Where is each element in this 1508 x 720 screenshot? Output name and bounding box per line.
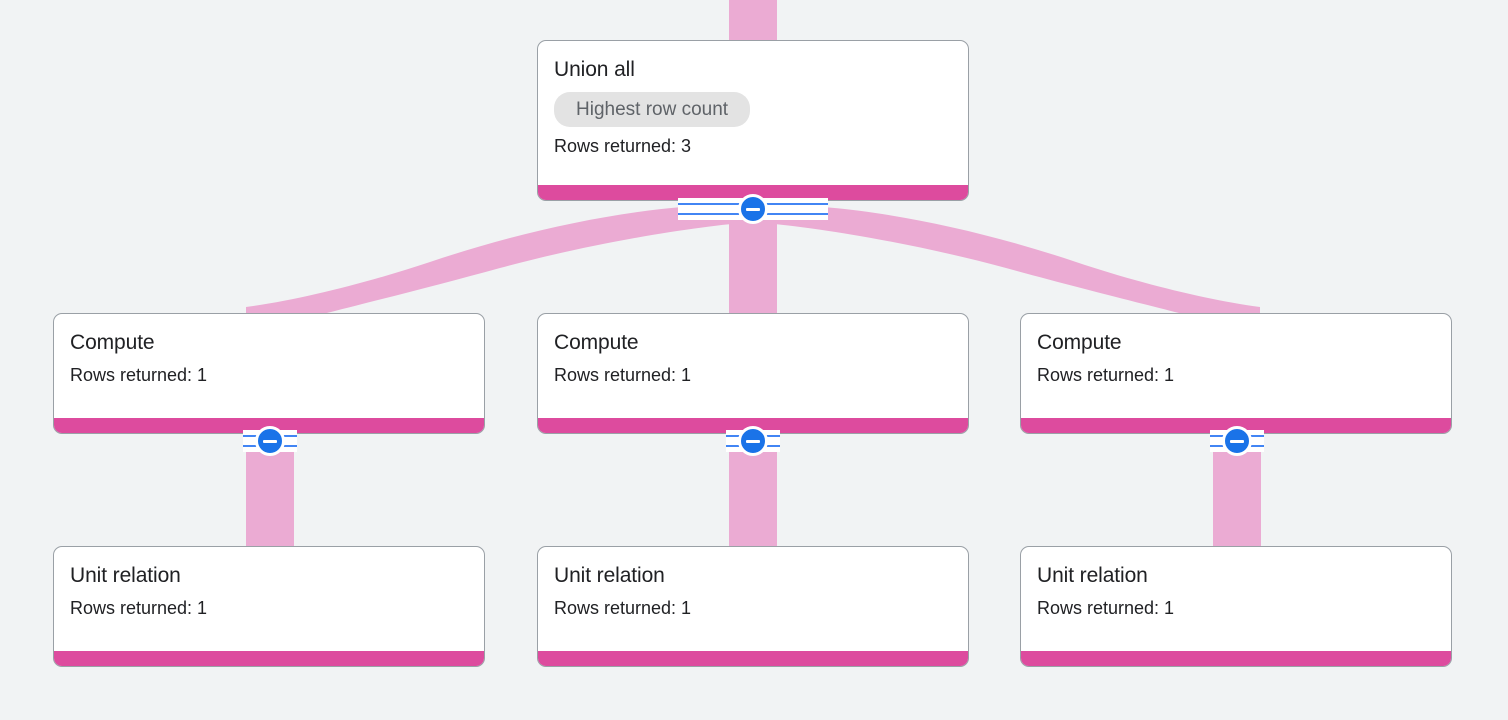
collapse-button-compute-2[interactable] <box>738 426 768 456</box>
node-body: Compute Rows returned: 1 <box>54 314 484 418</box>
edge-compute-1-to-unit-relation-1 <box>246 438 294 546</box>
node-rows-returned: Rows returned: 1 <box>554 598 692 618</box>
node-rows-returned: Rows returned: 1 <box>1037 598 1175 618</box>
node-accent-bar <box>538 418 968 433</box>
node-title: Compute <box>70 331 155 354</box>
node-title: Unit relation <box>1037 564 1148 587</box>
edge-compute-2-to-unit-relation-2 <box>729 438 777 546</box>
node-chip-highest-row-count: Highest row count <box>554 92 751 127</box>
node-union-all[interactable]: Union all Highest row count Rows returne… <box>537 40 969 201</box>
collapse-button-compute-3[interactable] <box>1222 426 1252 456</box>
collapse-button-union-all[interactable] <box>738 194 768 224</box>
node-rows-returned: Rows returned: 3 <box>554 136 692 156</box>
node-title: Compute <box>1037 331 1122 354</box>
node-body: Unit relation Rows returned: 1 <box>1021 547 1451 651</box>
edge-compute-3-to-unit-relation-3 <box>1213 438 1261 546</box>
node-body: Unit relation Rows returned: 1 <box>538 547 968 651</box>
minus-icon <box>746 207 760 211</box>
node-accent-bar <box>538 651 968 666</box>
edge-union-to-compute-1 <box>246 205 753 322</box>
minus-icon <box>263 439 277 443</box>
minus-icon <box>1230 439 1244 443</box>
node-unit-relation-1[interactable]: Unit relation Rows returned: 1 <box>53 546 485 667</box>
node-accent-bar <box>1021 418 1451 433</box>
node-body: Union all Highest row count Rows returne… <box>538 41 968 185</box>
node-accent-bar <box>54 418 484 433</box>
node-compute-2[interactable]: Compute Rows returned: 1 <box>537 313 969 434</box>
node-title: Unit relation <box>554 564 665 587</box>
node-body: Compute Rows returned: 1 <box>1021 314 1451 418</box>
node-accent-bar <box>538 185 968 200</box>
node-title: Unit relation <box>70 564 181 587</box>
node-compute-3[interactable]: Compute Rows returned: 1 <box>1020 313 1452 434</box>
node-accent-bar <box>54 651 484 666</box>
node-rows-returned: Rows returned: 1 <box>1037 365 1175 385</box>
node-unit-relation-3[interactable]: Unit relation Rows returned: 1 <box>1020 546 1452 667</box>
node-accent-bar <box>1021 651 1451 666</box>
node-compute-1[interactable]: Compute Rows returned: 1 <box>53 313 485 434</box>
node-title: Union all <box>554 58 635 81</box>
node-body: Unit relation Rows returned: 1 <box>54 547 484 651</box>
edge-inflow-top <box>729 0 777 40</box>
collapse-button-compute-1[interactable] <box>255 426 285 456</box>
node-unit-relation-2[interactable]: Unit relation Rows returned: 1 <box>537 546 969 667</box>
node-body: Compute Rows returned: 1 <box>538 314 968 418</box>
minus-icon <box>746 439 760 443</box>
node-rows-returned: Rows returned: 1 <box>554 365 692 385</box>
node-rows-returned: Rows returned: 1 <box>70 598 208 618</box>
edge-union-to-compute-2 <box>729 205 777 313</box>
node-rows-returned: Rows returned: 1 <box>70 365 208 385</box>
node-title: Compute <box>554 331 639 354</box>
edge-union-to-compute-3 <box>753 205 1260 322</box>
